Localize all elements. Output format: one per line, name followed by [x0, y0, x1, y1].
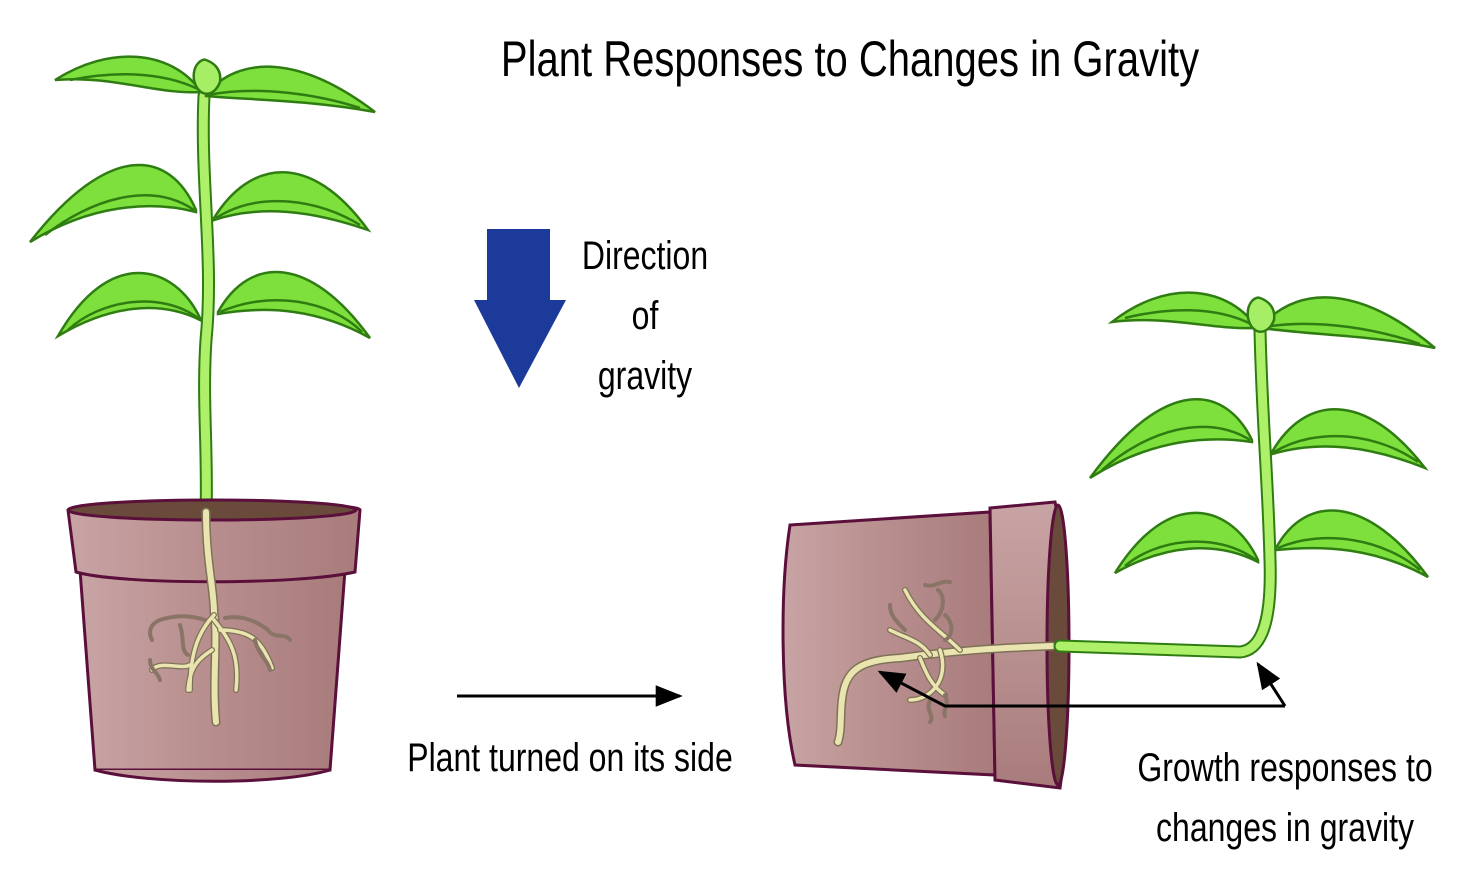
bent-stem: [1053, 323, 1277, 659]
bent-bud: [1246, 296, 1276, 333]
upright-bud: [192, 58, 222, 95]
upright-plant: [29, 55, 376, 522]
gravity-label-line: of: [631, 294, 659, 338]
upright-roots: [148, 612, 292, 693]
stem-pointer-arrow: [1256, 661, 1287, 707]
sideways-pot: [781, 500, 1071, 790]
bent-plant: [1053, 291, 1436, 659]
growth-label-line: Growth responses to: [1137, 746, 1433, 790]
bent-leaves: [1088, 291, 1436, 579]
upright-pot: [66, 498, 362, 783]
gravity-direction-label: Direction of gravity: [577, 226, 713, 406]
diagram-title: Plant Responses to Changes in Gravity: [500, 31, 1200, 87]
growth-response-pointer-arrows: [877, 661, 1287, 708]
growth-response-label: Growth responses to changes in gravity: [1121, 738, 1449, 858]
upright-leaves: [29, 55, 376, 340]
root-pointer-arrow: [877, 670, 1285, 708]
growth-label-line: changes in gravity: [1156, 806, 1414, 850]
gravity-label-line: Direction: [581, 234, 709, 278]
turn-label: Plant turned on its side: [407, 736, 733, 780]
gravity-label-line: gravity: [597, 354, 693, 398]
gravity-direction-arrow: [474, 229, 566, 388]
